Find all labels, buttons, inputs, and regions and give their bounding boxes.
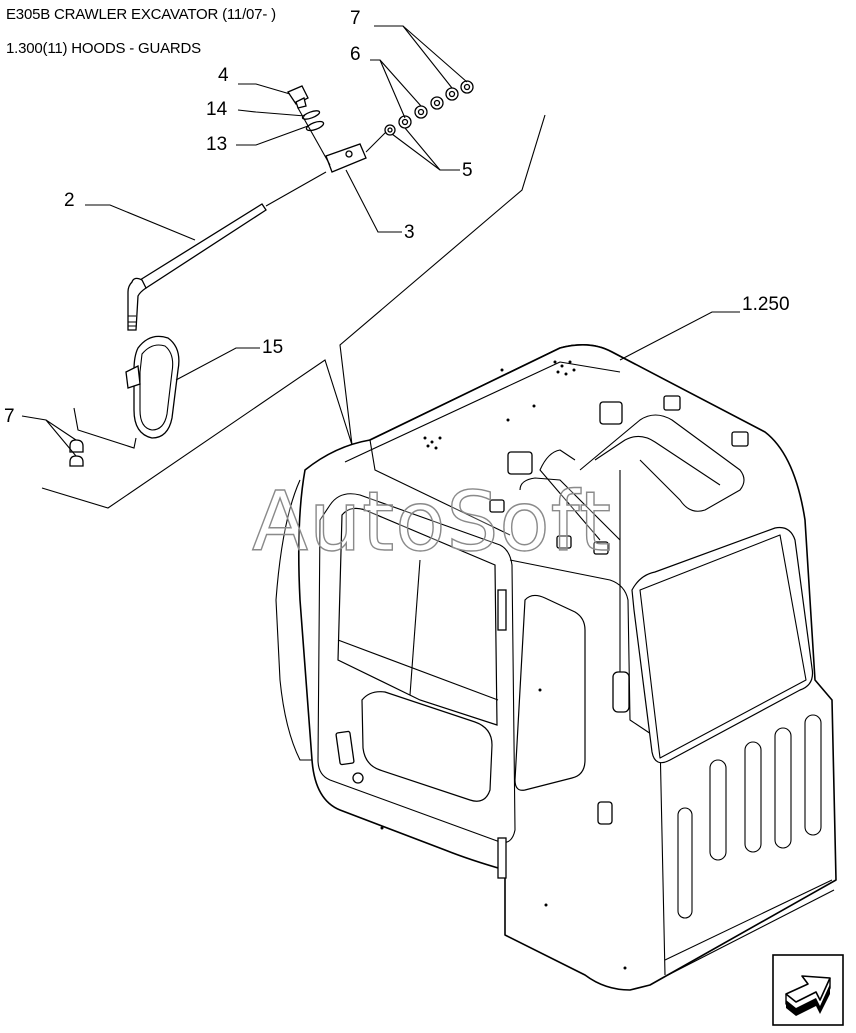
- rear-panel-vents: [677, 714, 822, 919]
- roof-bolt-holes: [380, 360, 627, 970]
- callout-2: 2: [64, 190, 75, 211]
- watermark: AutoSoft: [252, 475, 612, 570]
- spacer-part-13[interactable]: [305, 120, 325, 133]
- nuts-part-7-left[interactable]: [69, 439, 84, 467]
- next-page-button[interactable]: [772, 954, 844, 1026]
- mirror-arm-part-2[interactable]: [127, 203, 267, 331]
- cab-assembly[interactable]: [275, 344, 837, 991]
- callout-7-left: 7: [4, 406, 15, 427]
- callout-13: 13: [206, 134, 227, 155]
- page-title: E305B CRAWLER EXCAVATOR (11/07- ): [6, 6, 276, 23]
- callout-5: 5: [462, 160, 473, 181]
- fastener-set-5-6-7[interactable]: [384, 80, 474, 136]
- assembly-axis-lines: [265, 107, 387, 207]
- callout-1-250: 1.250: [742, 294, 790, 315]
- section-title: 1.300(11) HOODS - GUARDS: [6, 40, 201, 57]
- callout-3: 3: [404, 222, 415, 243]
- callout-7-top: 7: [350, 8, 361, 29]
- callout-4: 4: [218, 65, 229, 86]
- callout-14: 14: [206, 99, 228, 120]
- clamp-part-3[interactable]: [325, 143, 367, 173]
- next-page-arrow-icon: [772, 954, 844, 1026]
- callout-6: 6: [350, 44, 361, 65]
- detail-outline: [41, 114, 546, 509]
- bolt-part-4[interactable]: [287, 85, 309, 109]
- washer-part-14[interactable]: [301, 109, 321, 121]
- mirror-part-15[interactable]: [125, 335, 180, 439]
- callout-15: 15: [262, 337, 283, 358]
- leader-lines: [21, 25, 740, 457]
